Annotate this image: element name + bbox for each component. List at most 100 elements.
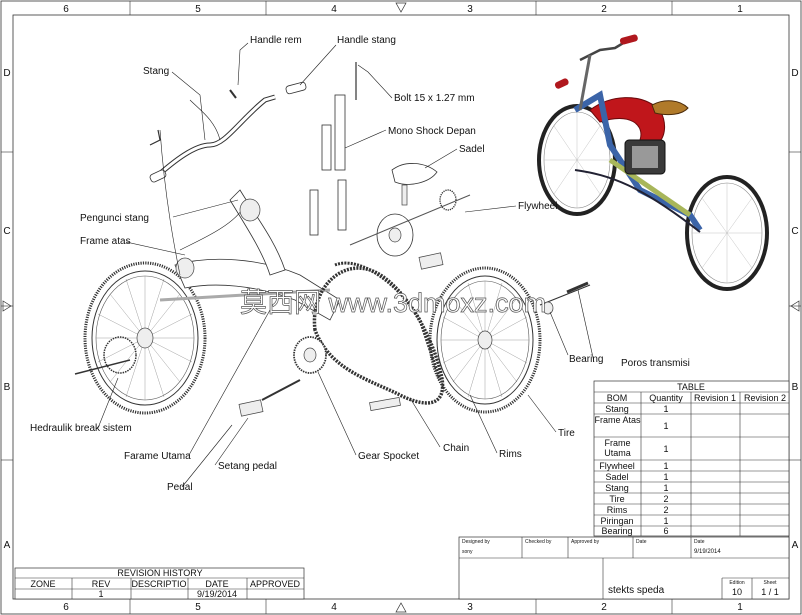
bom-cell-qty: 6 <box>663 526 668 536</box>
bom-cell-name: Piringan <box>600 516 633 526</box>
sheet-value: 1 / 1 <box>761 587 779 597</box>
callout-handle-stang: Handle stang <box>337 35 396 46</box>
callout-frame-atas: Frame atas <box>80 236 131 247</box>
callout-flywheel: Flywheel <box>518 201 557 212</box>
bom-cell-name: Sadel <box>605 472 628 482</box>
watermark: 莫西网 www.3dmoxz.com <box>240 288 546 318</box>
row-label-left-a: A <box>4 540 11 551</box>
callout-setang-pedal: Setang pedal <box>218 461 277 472</box>
drawing-title: stekts speda <box>608 585 665 596</box>
gear-sprocket <box>293 336 327 374</box>
flywheel-disc <box>349 189 471 257</box>
zone-labels: 6 5 4 3 2 1 6 5 4 3 2 1 D C B A D C B A <box>3 4 798 613</box>
bom-cell-name: Tire <box>609 494 624 504</box>
callout-pengunci-stang: Pengunci stang <box>80 213 149 224</box>
callout-sadel: Sadel <box>459 144 485 155</box>
title-block: Designed by sony Checked by Approved by … <box>458 536 790 600</box>
callout-tire: Tire <box>558 428 575 439</box>
bom-cell-name: Stang <box>605 483 629 493</box>
bom-cell-name: Frame Utama <box>604 438 631 458</box>
col-label-top-6: 6 <box>63 4 69 15</box>
designed-by-value: sony <box>462 549 473 555</box>
bom-cell-name: Frame Atas <box>594 415 640 425</box>
col-label-top-4: 4 <box>331 4 337 15</box>
front-wheel <box>428 266 542 414</box>
col-label-bottom-3: 3 <box>467 602 473 613</box>
col-label-bottom-2: 2 <box>601 602 607 613</box>
col-label-top-5: 5 <box>195 4 201 15</box>
brake-disc <box>103 336 137 374</box>
bom-cell-qty: 1 <box>663 461 668 471</box>
col-label-top-1: 1 <box>737 4 743 15</box>
callout-pedal: Pedal <box>167 482 193 493</box>
col-label-bottom-5: 5 <box>195 602 201 613</box>
rear-wheel <box>74 261 207 415</box>
row-label-right-d: D <box>791 68 798 79</box>
col-label-top-2: 2 <box>601 4 607 15</box>
callout-gear-spocket: Gear Spocket <box>358 451 419 462</box>
bom-cell-qty: 2 <box>663 505 668 515</box>
rev-cell-date: 9/19/2014 <box>197 589 237 599</box>
rev-header-zone: ZONE <box>30 579 55 589</box>
approved-by-label: Approved by <box>571 539 600 545</box>
callout-chain: Chain <box>443 443 469 454</box>
leader-lines <box>97 42 595 488</box>
rev-cell-rev: 1 <box>98 589 103 599</box>
date-label-1: Date <box>636 539 647 545</box>
row-label-right-b: B <box>792 382 799 393</box>
bom-cell-qty: 1 <box>663 472 668 482</box>
callout-bearing: Bearing <box>569 354 603 365</box>
transmission-axle <box>539 281 591 315</box>
bom-cell-qty: 2 <box>663 494 668 504</box>
col-label-top-3: 3 <box>467 4 473 15</box>
bom-cell-qty: 1 <box>663 421 668 431</box>
row-label-right-c: C <box>791 226 798 237</box>
callout-handle-rem: Handle rem <box>250 35 302 46</box>
edition-label: Edition <box>729 580 745 586</box>
row-label-left-b: B <box>4 382 11 393</box>
bom-title: TABLE <box>677 382 705 392</box>
pedals <box>238 252 444 417</box>
bom-table: TABLE BOM Quantity Revision 1 Revision 2… <box>593 380 790 537</box>
bom-cell-name: Flywheel <box>599 461 635 471</box>
date-value: 9/19/2014 <box>694 549 721 555</box>
callout-farame-utama: Farame Utama <box>124 451 191 462</box>
saddle <box>391 163 438 206</box>
callouts: Handle rem Handle stang Stang Bolt 15 x … <box>30 35 690 493</box>
row-label-right-a: A <box>792 540 799 551</box>
checked-by-label: Checked by <box>525 539 552 545</box>
row-label-left-d: D <box>3 68 10 79</box>
front-shock <box>309 62 357 236</box>
bom-header-quantity: Quantity <box>649 393 683 403</box>
callout-hedraulik-break: Hedraulik break sistem <box>30 423 132 434</box>
exploded-view <box>74 62 591 417</box>
callout-bolt: Bolt 15 x 1.27 mm <box>394 93 475 104</box>
handlebar <box>149 81 307 276</box>
bom-cell-name: Rims <box>607 505 628 515</box>
revision-history-title: REVISION HISTORY <box>117 568 202 578</box>
callout-rims: Rims <box>499 449 522 460</box>
date-label-2: Date <box>694 539 705 545</box>
bom-header-revision-2: Revision 2 <box>744 393 786 403</box>
bom-header-revision-1: Revision 1 <box>694 393 736 403</box>
rev-header-date: DATE <box>205 579 228 589</box>
designed-by-label: Designed by <box>462 539 490 545</box>
bom-cell-qty: 1 <box>663 516 668 526</box>
inner-border <box>12 14 790 600</box>
col-label-bottom-6: 6 <box>63 602 69 613</box>
row-label-left-c: C <box>3 226 10 237</box>
bom-cell-name: Bearing <box>601 526 632 536</box>
bom-cell-name: Stang <box>605 404 629 414</box>
callout-stang: Stang <box>143 66 169 77</box>
callout-mono-shock: Mono Shock Depan <box>388 126 476 137</box>
rendered-bike <box>537 34 769 291</box>
bom-cell-qty: 1 <box>663 483 668 493</box>
rev-header-approved: APPROVED <box>250 579 301 589</box>
chain-loop <box>312 261 445 405</box>
bom-header-bom: BOM <box>607 393 628 403</box>
bom-cell-qty: 1 <box>663 444 668 454</box>
col-label-bottom-1: 1 <box>737 602 743 613</box>
